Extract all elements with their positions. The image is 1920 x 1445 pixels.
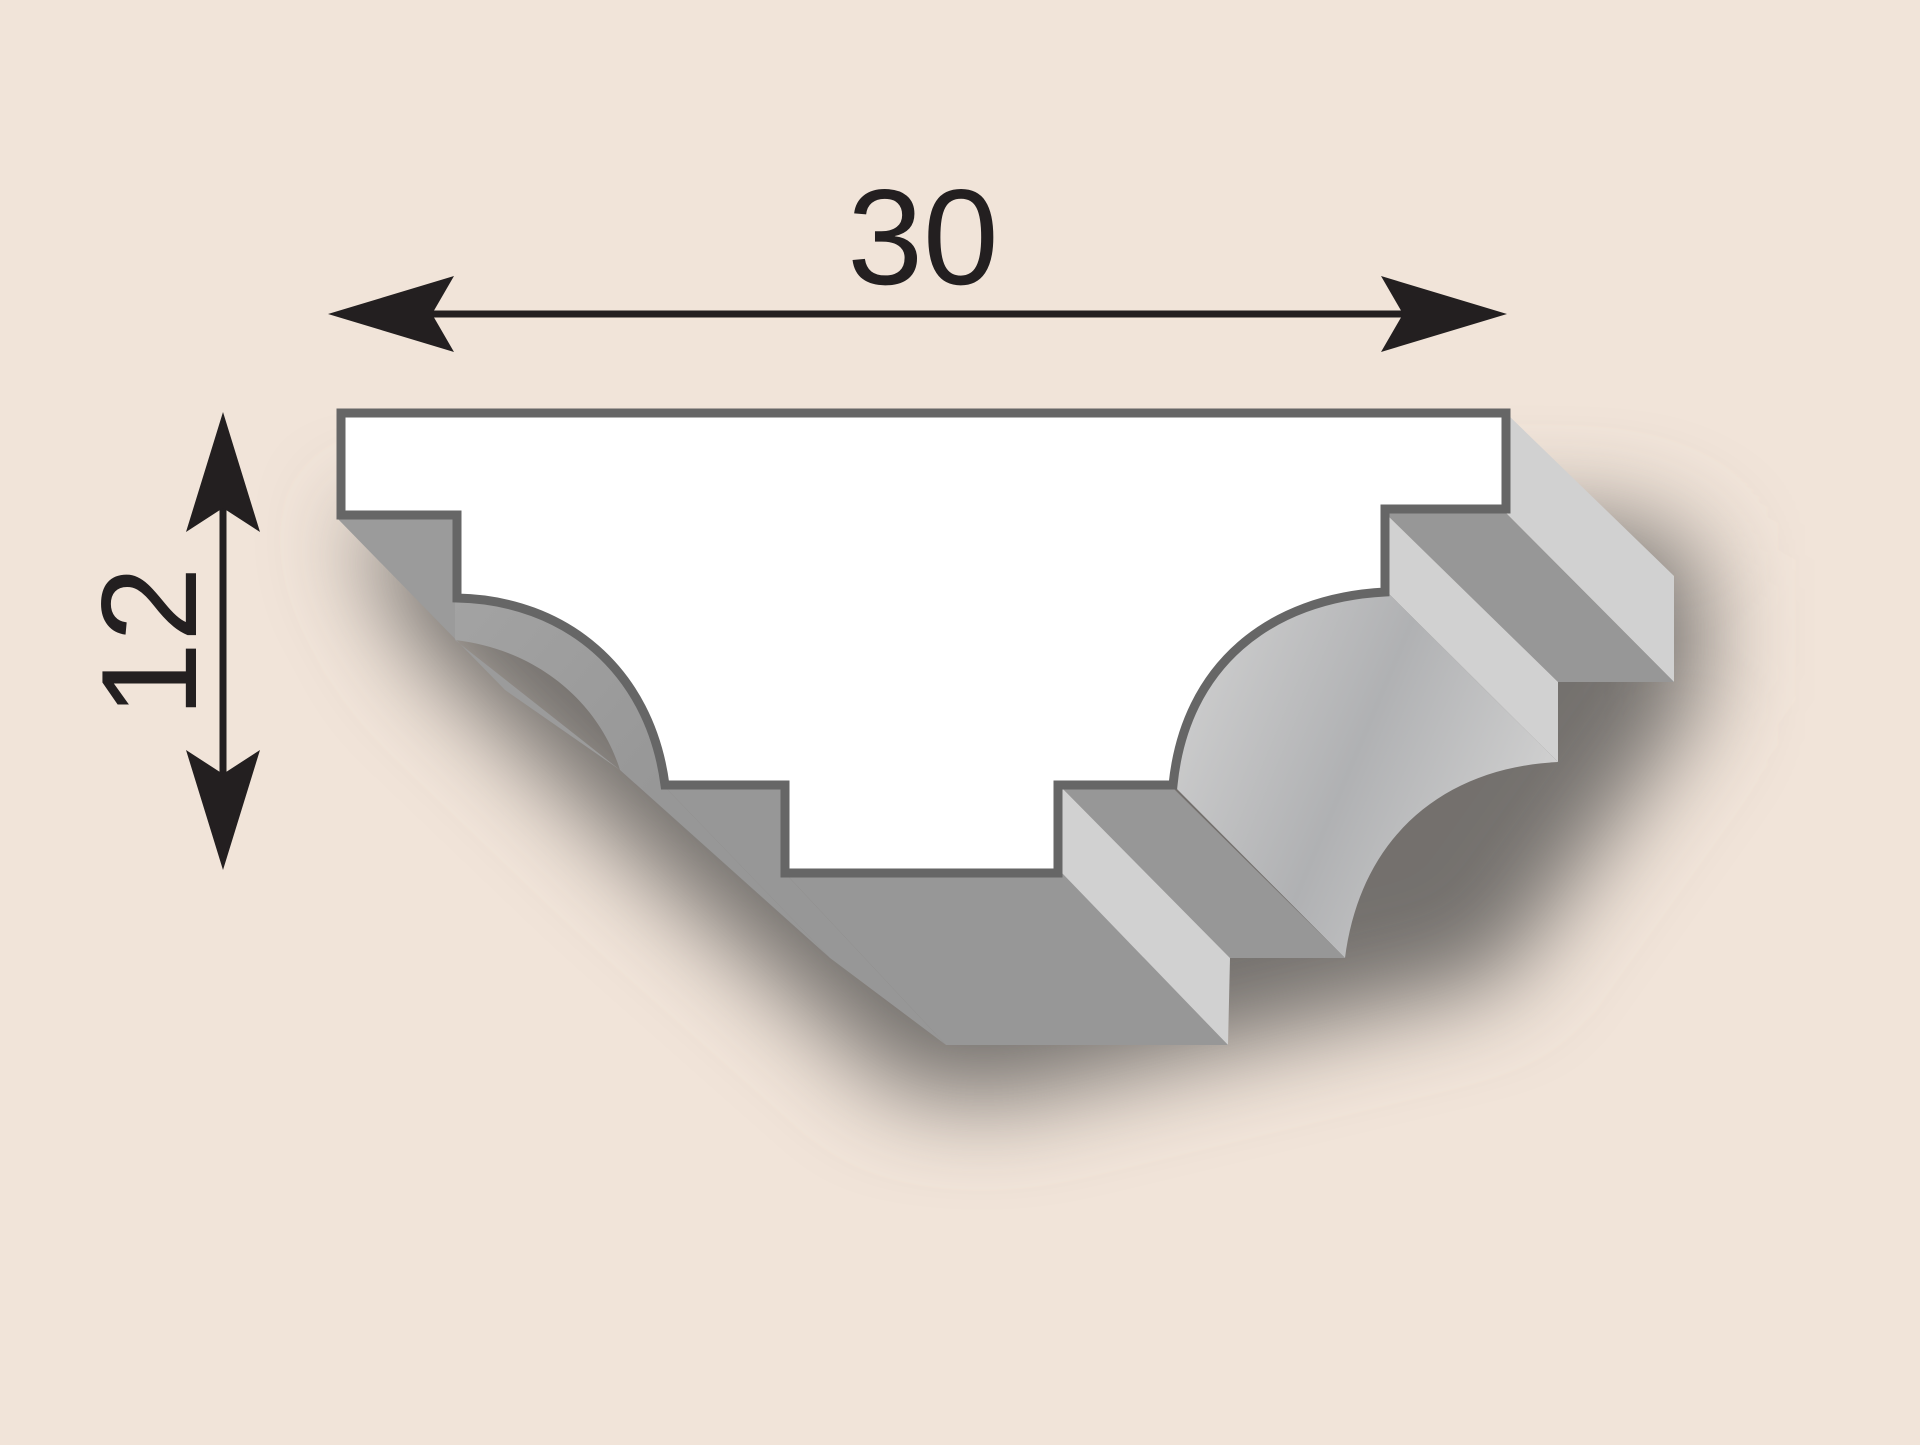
extrusion-bottom-face — [785, 873, 1228, 1045]
height-arrow-bottom-icon — [186, 750, 260, 870]
extrusion-upper-right-riser — [1385, 513, 1558, 762]
molding-extrusion — [337, 413, 1674, 1045]
extrusion-right-cove — [1173, 592, 1558, 958]
extrusion-top-band — [1506, 413, 1674, 682]
extrusion-upper-left-step — [337, 518, 620, 770]
extrusion-left-cove — [455, 598, 830, 958]
extrusion-upper-right-step — [1385, 513, 1674, 682]
height-dimension: 12 — [73, 412, 260, 870]
extrusion-middle-right-riser — [1062, 788, 1230, 1045]
width-arrow-left-icon — [328, 276, 454, 352]
extrusion-lower-left-riser — [665, 787, 946, 1045]
height-dimension-label: 12 — [73, 566, 225, 717]
width-dimension-label: 30 — [847, 161, 998, 313]
molding-profile-face — [336, 408, 1511, 878]
height-arrow-top-icon — [186, 412, 260, 532]
width-dimension: 30 — [328, 161, 1507, 352]
width-arrow-right-icon — [1381, 276, 1507, 352]
extrusion-middle-right-step — [1062, 788, 1345, 958]
